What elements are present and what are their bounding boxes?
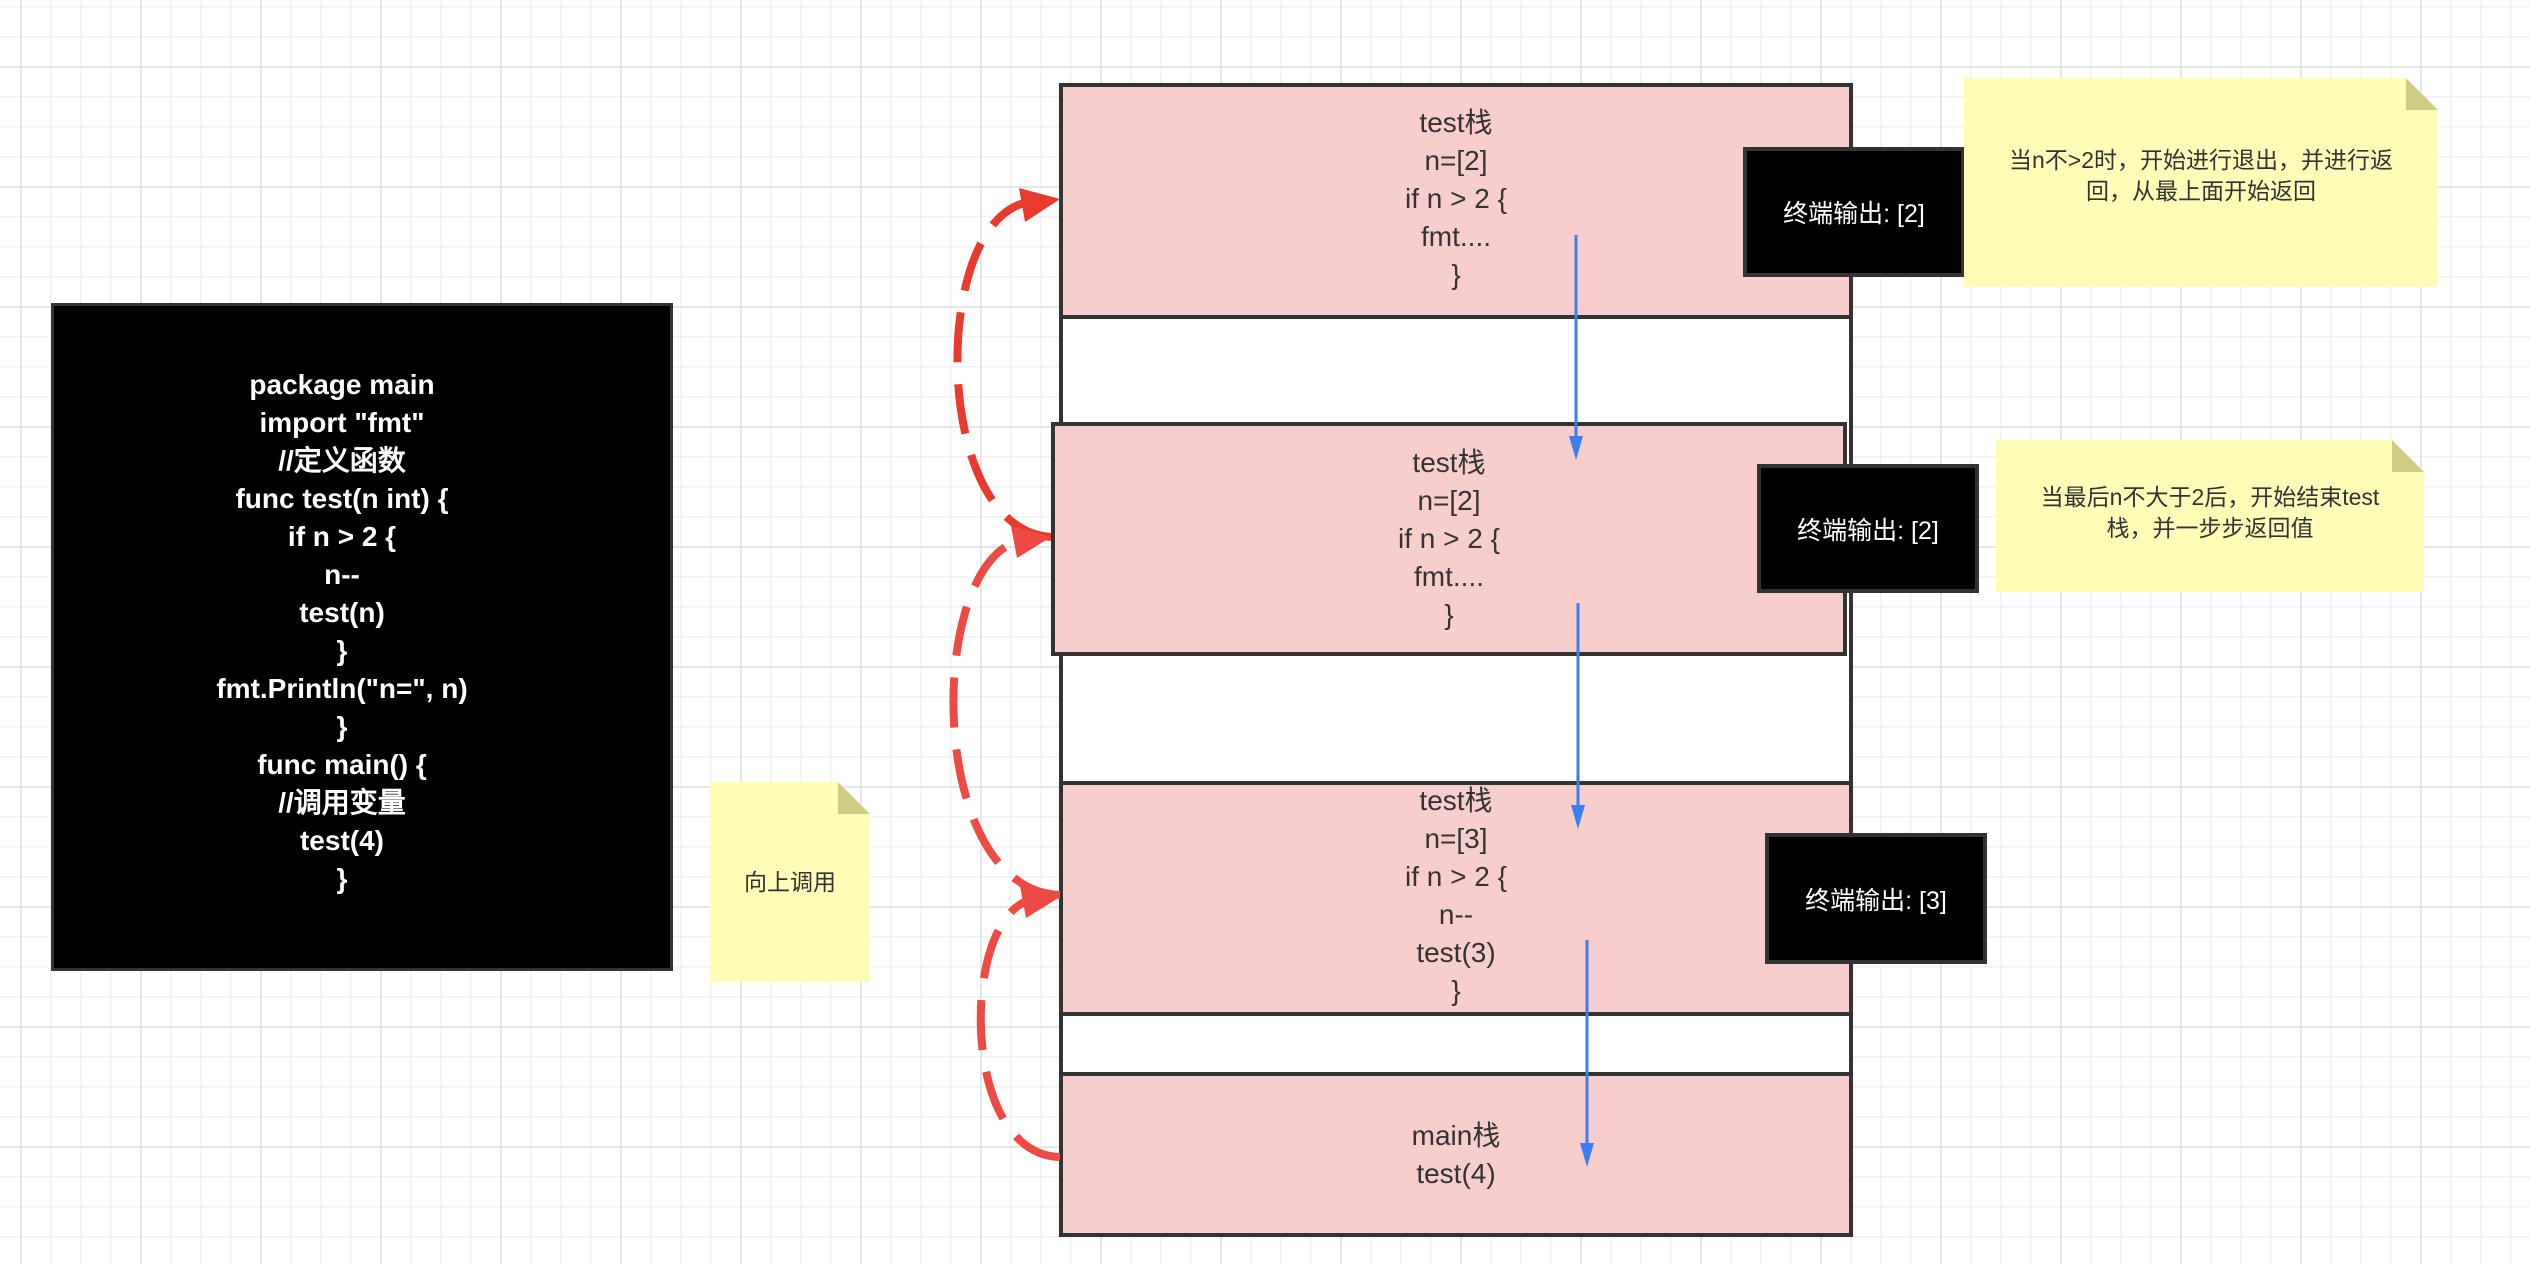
stack-frame-main[interactable]: main栈 test(4) xyxy=(1059,1072,1853,1237)
code-line: fmt.Println("n=", n) xyxy=(216,673,468,704)
note-fold-corner xyxy=(2392,440,2424,472)
code-line: if n > 2 { xyxy=(287,521,397,552)
frame-text: test栈 n=[3] if n > 2 { n-- test(3) } xyxy=(1405,782,1507,1010)
terminal-output-1[interactable]: 终端输出: [2] xyxy=(1743,147,1965,277)
frame-line: } xyxy=(1451,974,1461,1006)
code-listing: package main import "fmt" //定义函数 func te… xyxy=(216,366,467,898)
code-line: import "fmt" xyxy=(259,407,425,438)
code-line: n-- xyxy=(324,559,360,590)
arrowhead-icon xyxy=(1011,526,1051,558)
code-line: func test(n int) { xyxy=(235,483,449,514)
return-arrow-2[interactable] xyxy=(949,526,1061,899)
note-call-up[interactable]: 向上调用 xyxy=(710,782,870,982)
frame-line: if n > 2 { xyxy=(1398,523,1500,554)
code-line: test(4) xyxy=(299,825,384,856)
note-fold-corner xyxy=(2406,78,2438,110)
code-line: package main xyxy=(249,369,435,400)
code-line: func main() { xyxy=(257,749,427,780)
terminal-output-3[interactable]: 终端输出: [3] xyxy=(1765,833,1987,964)
frame-line: test栈 xyxy=(1412,447,1486,478)
frame-line: fmt.... xyxy=(1421,221,1491,252)
terminal-output-text: 终端输出: [3] xyxy=(1805,886,1947,915)
return-arrow-1[interactable] xyxy=(953,188,1060,541)
frame-line: if n > 2 { xyxy=(1405,183,1507,214)
stack-frame-test-top[interactable]: test栈 n=[2] if n > 2 { fmt.... } xyxy=(1059,83,1853,319)
note-text: 当最后n不大于2后，开始结束test栈，并一步步返回值 xyxy=(2040,484,2380,541)
terminal-output-text: 终端输出: [2] xyxy=(1797,516,1939,545)
stack-frame-test-middle[interactable]: test栈 n=[2] if n > 2 { fmt.... } xyxy=(1051,422,1847,656)
terminal-output-text: 终端输出: [2] xyxy=(1783,200,1925,228)
arrowhead-icon xyxy=(1020,886,1060,918)
code-line: } xyxy=(336,635,348,666)
code-listing-box[interactable]: package main import "fmt" //定义函数 func te… xyxy=(51,303,673,971)
frame-line: main栈 xyxy=(1411,1119,1501,1151)
frame-line: test栈 xyxy=(1419,107,1493,138)
frame-line: n=[3] xyxy=(1424,822,1488,854)
note-exit-return[interactable]: 当n不>2时，开始进行退出，并进行返回，从最上面开始返回 xyxy=(1964,78,2438,287)
stack-frame-test-bottom[interactable]: test栈 n=[3] if n > 2 { n-- test(3) } xyxy=(1059,781,1853,1016)
code-line: } xyxy=(336,863,348,894)
note-text: 当n不>2时，开始进行退出，并进行返回，从最上面开始返回 xyxy=(2008,146,2393,204)
frame-line: test栈 xyxy=(1419,784,1493,816)
frame-text: main栈 test(4) xyxy=(1412,1117,1501,1193)
frame-text: test栈 n=[2] if n > 2 { fmt.... } xyxy=(1405,104,1507,294)
frame-line: test(3) xyxy=(1416,936,1496,968)
code-line: //调用变量 xyxy=(278,787,406,818)
arrowhead-icon xyxy=(1019,188,1060,222)
terminal-output-2[interactable]: 终端输出: [2] xyxy=(1757,464,1979,593)
note-end-return[interactable]: 当最后n不大于2后，开始结束test栈，并一步步返回值 xyxy=(1996,440,2424,592)
code-line: //定义函数 xyxy=(278,445,406,476)
code-line: test(n) xyxy=(299,597,385,628)
note-fold-corner xyxy=(838,782,870,814)
frame-line: n=[2] xyxy=(1424,145,1488,176)
frame-line: } xyxy=(1444,599,1454,630)
note-text: 向上调用 xyxy=(744,868,836,895)
frame-line: n-- xyxy=(1438,898,1474,930)
frame-line: test(4) xyxy=(1416,1157,1496,1189)
code-line: } xyxy=(336,711,348,742)
frame-text: test栈 n=[2] if n > 2 { fmt.... } xyxy=(1398,444,1500,634)
frame-line: } xyxy=(1451,259,1461,290)
frame-line: fmt.... xyxy=(1414,561,1484,592)
frame-line: if n > 2 { xyxy=(1405,860,1507,892)
return-arrow-3[interactable] xyxy=(976,886,1061,1161)
frame-line: n=[2] xyxy=(1417,485,1481,516)
